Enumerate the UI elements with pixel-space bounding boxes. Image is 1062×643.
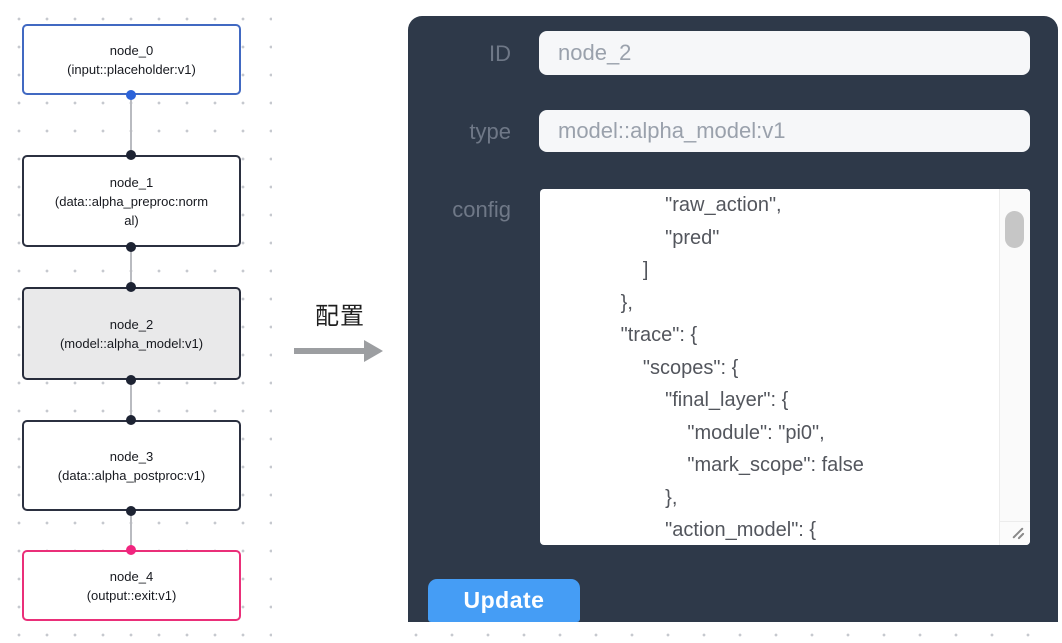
node-config-panel: ID type config "raw_action", "pred" ] },…	[408, 16, 1058, 622]
flow-node-node3[interactable]: node_3 (data::alpha_postproc:v1)	[22, 420, 241, 511]
node-title: node_0	[109, 42, 154, 58]
resize-grip-icon[interactable]	[1010, 526, 1026, 540]
id-input[interactable]	[539, 31, 1030, 75]
flow-node-node4[interactable]: node_4 (output::exit:v1)	[22, 550, 241, 621]
port-node2-out[interactable]	[126, 375, 136, 385]
port-node1-out[interactable]	[126, 242, 136, 252]
node-title: node_4	[109, 568, 154, 584]
flow-node-node2-selected[interactable]: node_2 (model::alpha_model:v1)	[22, 287, 241, 380]
edge-node2-node3	[130, 380, 132, 420]
type-input[interactable]	[539, 110, 1030, 152]
configure-annotation: 配置	[288, 296, 392, 362]
scrollbar-thumb[interactable]	[1005, 211, 1024, 248]
configure-label: 配置	[315, 303, 365, 330]
node-title: node_3	[109, 448, 154, 464]
node-subtitle: (data::alpha_postproc:v1)	[57, 467, 206, 483]
node-subtitle: (output::exit:v1)	[86, 587, 177, 603]
scrollbar-track[interactable]	[999, 189, 1030, 521]
config-json-text[interactable]: "raw_action", "pred" ] }, "trace": { "sc…	[620, 194, 864, 541]
port-node1-in[interactable]	[126, 150, 136, 160]
scrollbar-corner	[999, 521, 1030, 545]
port-node2-in[interactable]	[126, 282, 136, 292]
flow-node-node0[interactable]: node_0 (input::placeholder:v1)	[22, 24, 241, 95]
flow-canvas[interactable]: node_0 (input::placeholder:v1) node_1 (d…	[0, 0, 272, 643]
config-textarea[interactable]: "raw_action", "pred" ] }, "trace": { "sc…	[540, 189, 1030, 545]
edge-node1-node2	[130, 247, 132, 287]
node-title: node_1	[109, 174, 154, 190]
right-arrow-icon	[294, 340, 386, 362]
node-subtitle: (input::placeholder:v1)	[67, 61, 196, 77]
id-field-label: ID	[489, 41, 511, 66]
edge-node3-node4	[130, 511, 132, 550]
edge-node0-node1	[130, 95, 132, 155]
node-subtitle: (model::alpha_model:v1)	[59, 335, 204, 351]
flow-node-node1[interactable]: node_1 (data::alpha_preproc:normal)	[22, 155, 241, 247]
port-node3-out[interactable]	[126, 506, 136, 516]
port-node3-in[interactable]	[126, 415, 136, 425]
node-title: node_2	[109, 316, 154, 332]
type-field-label: type	[469, 119, 511, 144]
port-node4-in[interactable]	[126, 545, 136, 555]
config-field-label: config	[452, 197, 511, 222]
node-subtitle: (data::alpha_preproc:normal)	[54, 193, 209, 228]
update-button[interactable]: Update	[428, 579, 580, 622]
port-node0-out[interactable]	[126, 90, 136, 100]
